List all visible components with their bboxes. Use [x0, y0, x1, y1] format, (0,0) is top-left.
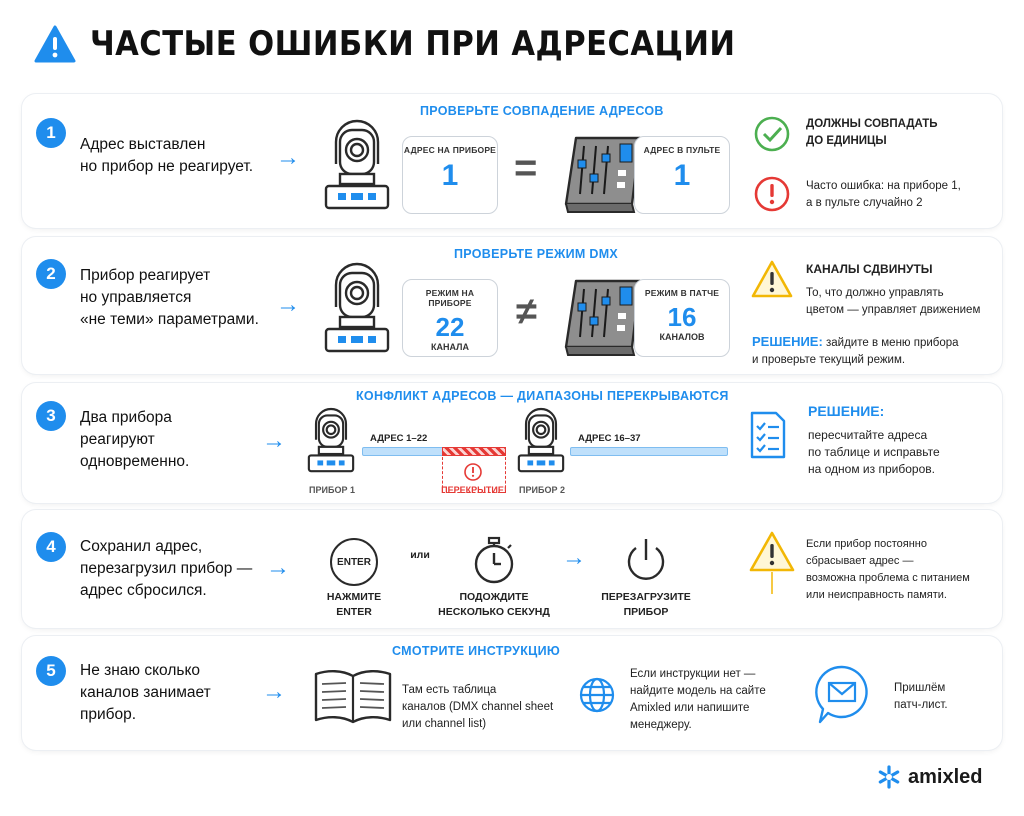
step-wait: ПОДОЖДИТЕ НЕСКОЛЬКО СЕКУНД — [438, 591, 550, 618]
fixture-address-box: АДРЕС НА ПРИБОРЕ 1 — [402, 136, 498, 214]
box-value: 1 — [441, 159, 459, 192]
moving-head-icon — [324, 119, 390, 210]
common-error-note: Часто ошибка: на приборе 1, а в пульте с… — [806, 180, 961, 209]
warning-triangle-icon — [751, 260, 793, 298]
warning-triangle-icon — [34, 25, 76, 63]
card-2: 2 Прибор реагирует но управляется «не те… — [22, 237, 1002, 374]
arrow-right-icon: → — [262, 678, 286, 705]
console-address-box: АДРЕС В ПУЛЬТЕ 1 — [634, 136, 730, 214]
patch-mode-box: РЕЖИМ В ПАТЧЕ 16 КАНАЛОВ — [634, 279, 730, 357]
brand-name: amixled — [908, 765, 983, 788]
console-icon — [564, 279, 642, 356]
solution-label: РЕШЕНИЕ: — [752, 334, 823, 349]
arrow-right-icon: → — [276, 144, 300, 171]
section-title: СМОТРИТЕ ИНСТРУКЦИЮ — [392, 644, 561, 658]
step-number: 4 — [36, 532, 66, 562]
arrow-right-icon: → — [276, 291, 300, 318]
checklist-icon — [750, 411, 786, 459]
overlap-bar — [442, 447, 506, 456]
step-number: 3 — [36, 401, 66, 431]
solution-body: зайдите в меню прибора и проверьте текущ… — [752, 337, 959, 366]
range-2-label: АДРЕС 16–37 — [578, 433, 641, 444]
fixture-mode-box: РЕЖИМ НА ПРИБОРЕ 22 КАНАЛА — [402, 279, 498, 357]
step-number: 2 — [36, 259, 66, 289]
card-4: 4 Сохранил адрес, перезагрузил прибор — … — [22, 510, 1002, 628]
arrow-right-icon: → — [262, 427, 286, 454]
check-circle-icon — [754, 116, 790, 152]
not-equal-sign: ≠ — [516, 291, 537, 333]
solution-text: пересчитайте адреса по таблице и исправь… — [808, 428, 940, 476]
card-1: 1 Адрес выставлен но прибор не реагирует… — [22, 94, 1002, 228]
mail-text: Пришлём патч-лист. — [894, 682, 948, 711]
box-value: 22 — [435, 312, 465, 342]
range-1-label: АДРЕС 1–22 — [370, 433, 428, 444]
equals-sign: = — [514, 146, 538, 190]
arrow-right-icon: → — [562, 544, 586, 571]
warning-text: То, что должно управлять цветом — управл… — [806, 287, 981, 316]
box-value: 16 — [667, 302, 697, 332]
enter-key-text: ENTER — [337, 556, 371, 568]
section-title: ПРОВЕРЬТЕ СОВПАДЕНИЕ АДРЕСОВ — [420, 104, 664, 118]
card-3: 3 Два прибора реагируют одновременно. → … — [22, 383, 1002, 503]
brand-logo: amixled — [876, 764, 982, 790]
arrow-right-icon: → — [266, 554, 290, 581]
power-icon — [627, 539, 665, 580]
page-title: ЧАСТЫЕ ОШИБКИ ПРИ АДРЕСАЦИИ — [90, 24, 736, 64]
card-5: 5 Не знаю сколько каналов занимает прибо… — [22, 636, 1002, 750]
error-circle-icon — [754, 176, 790, 212]
box-label: АДРЕС НА ПРИБОРЕ — [403, 145, 497, 155]
globe-icon — [579, 677, 615, 713]
step-press-enter: НАЖМИТЕ ENTER — [326, 591, 382, 618]
globe-text: Если инструкции нет — найдите модель на … — [630, 668, 766, 731]
warning-text: Если прибор постоянно сбрасывает адрес —… — [806, 538, 970, 601]
page-header: ЧАСТЫЕ ОШИБКИ ПРИ АДРЕСАЦИИ — [34, 24, 807, 64]
problem-text: Прибор реагирует но управляется «не теми… — [80, 267, 259, 328]
problem-text: Два прибора реагируют одновременно. — [80, 409, 190, 470]
or-label: или — [410, 549, 430, 561]
step-reboot: ПЕРЕЗАГРУЗИТЕ ПРИБОР — [601, 591, 691, 618]
box-value: 1 — [673, 159, 691, 192]
section-title: ПРОВЕРЬТЕ РЕЖИМ DMX — [454, 247, 619, 261]
open-book-icon — [314, 670, 392, 724]
stopwatch-icon — [474, 536, 514, 584]
overlap-label: ПЕРЕКРЫТИЕ! — [441, 485, 507, 495]
solution-label: РЕШЕНИЕ: — [808, 403, 885, 419]
problem-text: Сохранил адрес, перезагрузил прибор — ад… — [80, 538, 253, 599]
fixture-2-icon — [517, 408, 565, 473]
box-unit: КАНАЛОВ — [659, 332, 705, 342]
problem-text: Адрес выставлен но прибор не реагирует. — [80, 136, 254, 175]
warning-triangle-icon — [749, 531, 795, 594]
box-label: РЕЖИМ В ПАТЧЕ — [644, 288, 720, 298]
box-unit: КАНАЛА — [431, 342, 469, 352]
warning-title: КАНАЛЫ СДВИНУТЫ — [806, 262, 933, 276]
solution-text: РЕШЕНИЕ: зайдите в меню прибора и провер… — [752, 333, 959, 369]
box-label: АДРЕС В ПУЛЬТЕ — [643, 145, 721, 155]
moving-head-icon — [324, 262, 390, 353]
must-match-note: ДОЛЖНЫ СОВПАДАТЬ ДО ЕДИНИЦЫ — [806, 118, 938, 147]
mail-bubble-icon — [815, 665, 868, 724]
enter-key-icon: ENTER — [330, 538, 378, 586]
problem-text: Не знаю сколько каналов занимает прибор. — [80, 662, 211, 723]
step-number: 5 — [36, 656, 66, 686]
snowflake-logo-icon — [878, 765, 900, 789]
overlap-dashed-box — [442, 457, 506, 493]
fixture-1-label: ПРИБОР 1 — [309, 485, 355, 495]
book-text: Там есть таблица каналов (DMX channel sh… — [402, 684, 554, 730]
range-2-bar — [570, 447, 728, 456]
overlap-error-icon — [464, 463, 482, 481]
box-label: РЕЖИМ НА ПРИБОРЕ — [425, 288, 475, 308]
step-number: 1 — [36, 118, 66, 148]
console-icon — [564, 136, 642, 213]
section-title: КОНФЛИКТ АДРЕСОВ — ДИАПАЗОНЫ ПЕРЕКРЫВАЮТ… — [356, 389, 729, 403]
fixture-1-icon — [307, 408, 355, 473]
fixture-2-label: ПРИБОР 2 — [519, 485, 565, 495]
